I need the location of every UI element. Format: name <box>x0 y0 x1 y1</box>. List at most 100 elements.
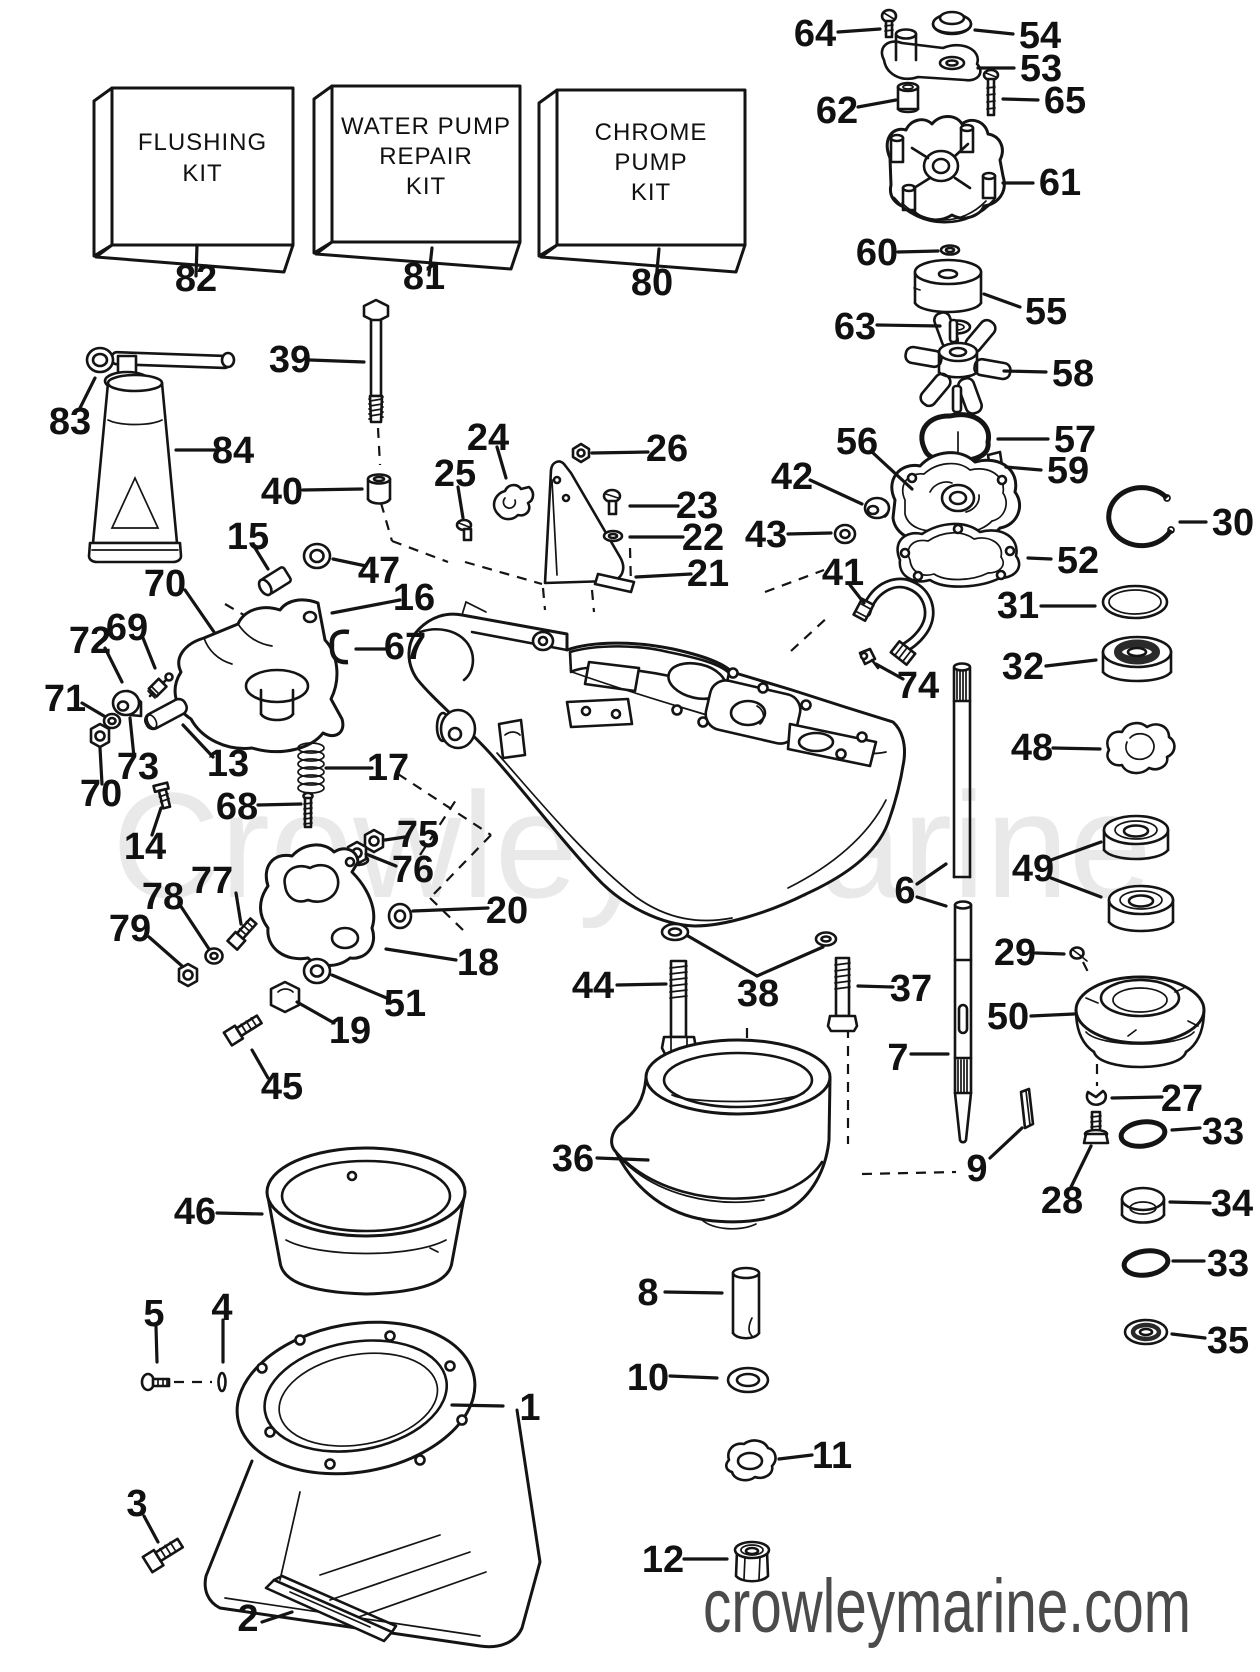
part-37-bolt <box>826 956 859 1033</box>
part-28-screw <box>1082 1110 1110 1145</box>
part-11-tab-washer <box>725 1439 777 1482</box>
part-12-locknut <box>733 1540 771 1583</box>
callout-74-20: 74 <box>897 665 939 707</box>
callout-8-38: 8 <box>637 1272 658 1314</box>
part-43-washer <box>833 523 857 545</box>
callout-49-23: 49 <box>1012 848 1054 890</box>
callout-33-leader <box>1170 1126 1202 1132</box>
callout-26-81: 26 <box>646 428 688 470</box>
part-38-washer-right <box>814 931 838 947</box>
callout-28-29: 28 <box>1041 1180 1083 1222</box>
callout-84-43: 84 <box>212 430 254 472</box>
callout-29-24: 29 <box>994 932 1036 974</box>
callout-52-leader <box>1026 556 1053 561</box>
part-7-driveshaft-lower <box>953 900 973 1144</box>
callout-13-leader <box>181 723 215 759</box>
part-78-washer <box>204 947 224 965</box>
callout-35-32: 35 <box>1207 1320 1249 1362</box>
callout-77-64: 77 <box>191 860 233 902</box>
part-2-wear-strip <box>264 1574 398 1643</box>
callout-9-33: 9 <box>966 1148 987 1190</box>
parts-layer <box>85 8 1206 1649</box>
dashed-line-10 <box>397 773 492 836</box>
callout-70-leader <box>98 746 104 786</box>
callout-34-30: 34 <box>1211 1183 1253 1225</box>
dashed-line-13 <box>419 799 457 856</box>
part-32-seal <box>1101 635 1173 683</box>
part-13-pin <box>143 697 189 731</box>
callout-20-leader <box>411 906 490 913</box>
callout-11-40: 11 <box>812 1435 852 1477</box>
callout-4-72: 4 <box>211 1287 232 1329</box>
callout-69-leader <box>141 636 157 670</box>
callout-79-leader <box>147 935 184 968</box>
callout-2-75: 2 <box>237 1598 258 1640</box>
callout-20-62: 20 <box>486 890 528 932</box>
callout-46-leader <box>215 1211 264 1216</box>
callout-62-3: 62 <box>816 90 858 132</box>
callout-72-leader <box>103 646 124 684</box>
callout-42-13: 42 <box>771 456 813 498</box>
part-8-pin <box>731 1266 761 1340</box>
callout-13-56: 13 <box>207 743 249 785</box>
callout-44-leader <box>615 982 668 987</box>
part-19-nut <box>269 980 301 1014</box>
part-22-washer <box>602 529 624 543</box>
callout-43-leader <box>786 531 833 536</box>
part-33-o-ring-lower <box>1121 1248 1171 1278</box>
callout-5-leader <box>154 1325 159 1364</box>
callout-82: 82 <box>175 258 217 300</box>
part-71-washer <box>102 712 122 730</box>
callout-24-leader <box>495 445 508 480</box>
callout-30-16: 30 <box>1212 502 1254 544</box>
callout-54-1: 54 <box>1019 15 1061 57</box>
callout-50-25: 50 <box>987 996 1029 1038</box>
site-footer-text: crowleymarine.com <box>703 1564 1191 1649</box>
dashed-line-12 <box>429 897 464 931</box>
callout-39-leader <box>308 358 366 364</box>
callout-37-leader <box>856 984 895 989</box>
callout-49-leader <box>1049 840 1103 862</box>
callout-55-leader <box>982 292 1022 309</box>
callout-70-48: 70 <box>144 563 186 605</box>
part-45-screw <box>222 1014 263 1047</box>
callout-3-74: 3 <box>126 1483 147 1525</box>
part-53-plate <box>880 28 982 82</box>
callout-15-leader <box>253 546 270 571</box>
callout-54-leader <box>973 28 1015 36</box>
callout-42-leader <box>808 478 864 506</box>
part-39-bolt <box>362 298 390 424</box>
part-31-o-ring <box>1101 584 1169 620</box>
part-3-screw <box>141 1537 185 1574</box>
callout-9-leader <box>988 1126 1024 1160</box>
callout-70-55: 70 <box>80 773 122 815</box>
callout-6-leader <box>915 862 948 886</box>
kit-box-side <box>537 88 559 258</box>
callout-25-leader <box>456 485 465 520</box>
callout-78-leader <box>178 903 211 951</box>
callout-14-leader <box>150 806 163 837</box>
kit-box-side <box>92 86 114 258</box>
callout-75-leader <box>383 835 407 842</box>
callout-78-65: 78 <box>142 876 184 918</box>
callout-38-leader <box>755 945 825 978</box>
dashed-line-4 <box>541 587 547 611</box>
callout-43-14: 43 <box>745 514 787 556</box>
part-49-bearing-upper <box>1102 814 1170 861</box>
kit-box-front <box>110 86 295 247</box>
callout-10-39: 10 <box>627 1357 669 1399</box>
callout-3-leader <box>142 1514 160 1544</box>
callout-7-26: 7 <box>887 1037 908 1079</box>
callout-65-leader <box>1001 97 1040 102</box>
callout-27-leader <box>1110 1095 1164 1100</box>
dashed-line-2 <box>391 539 449 564</box>
callout-50-leader <box>1029 1012 1076 1018</box>
callout-53-2: 53 <box>1020 48 1062 90</box>
part-77-screw <box>226 917 258 951</box>
